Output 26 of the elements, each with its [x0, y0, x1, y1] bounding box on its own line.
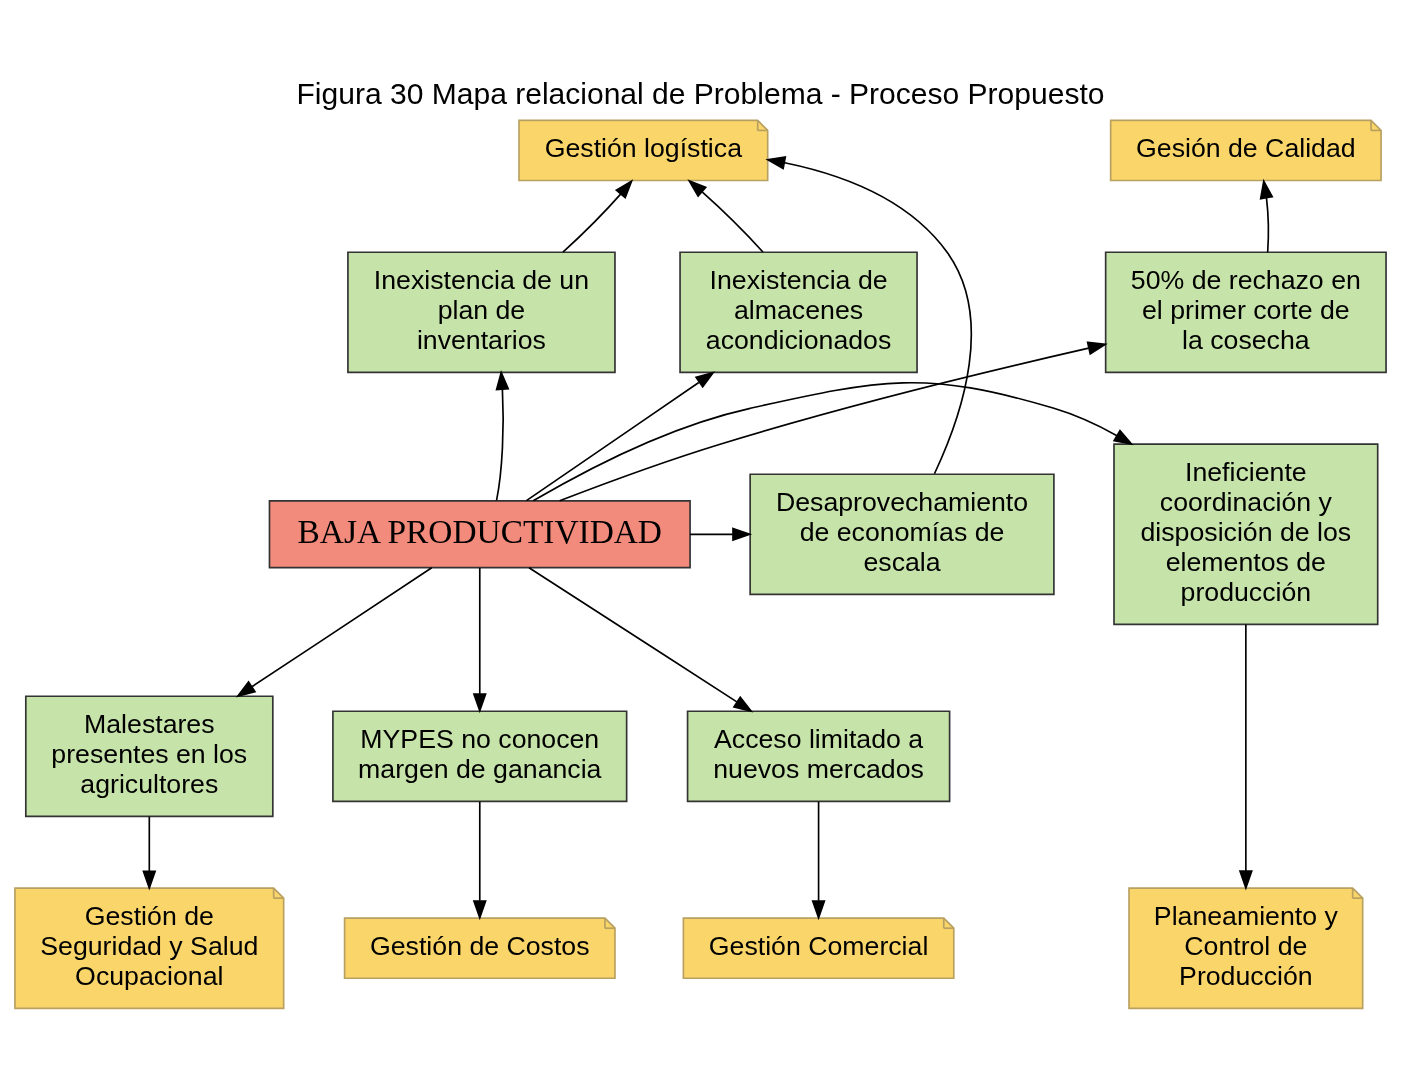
arrow	[687, 179, 764, 253]
node-box: Malestares presentes en los agricultores	[24, 695, 274, 818]
arrow	[765, 155, 972, 475]
node-box: Acceso limitado a nuevos mercados	[686, 710, 951, 803]
arrow	[532, 382, 1134, 502]
arrow	[472, 566, 487, 714]
arrow	[528, 566, 754, 713]
arrow	[235, 566, 433, 698]
node-box: 50% de rechazo en el primer corte de la cosecha	[1104, 251, 1387, 374]
diagram-title: Figura 30 Mapa relacional de Problema - Proceso Propuesto	[296, 77, 1105, 111]
node-box: BAJA PRODUCTIVIDAD	[268, 500, 691, 569]
node-box: Desaprovechamiento de economías de escala	[749, 473, 1055, 596]
arrow	[689, 527, 753, 542]
node-box: Ineficiente coordinación y disposición de los elementos de producción	[1113, 443, 1379, 626]
arrow	[142, 815, 157, 891]
arrow	[811, 800, 826, 921]
arrow	[525, 371, 716, 502]
arrow	[495, 370, 510, 502]
arrow	[1238, 623, 1253, 891]
arrow	[558, 341, 1108, 502]
node-box: MYPES no conocen margen de ganancia	[332, 710, 628, 803]
arrow	[1259, 178, 1274, 254]
node-box: Inexistencia de almacenes acondicionados	[679, 251, 918, 374]
arrow	[562, 179, 634, 254]
node-box: Inexistencia de un plan de inventarios	[347, 251, 616, 374]
arrow	[472, 800, 487, 921]
